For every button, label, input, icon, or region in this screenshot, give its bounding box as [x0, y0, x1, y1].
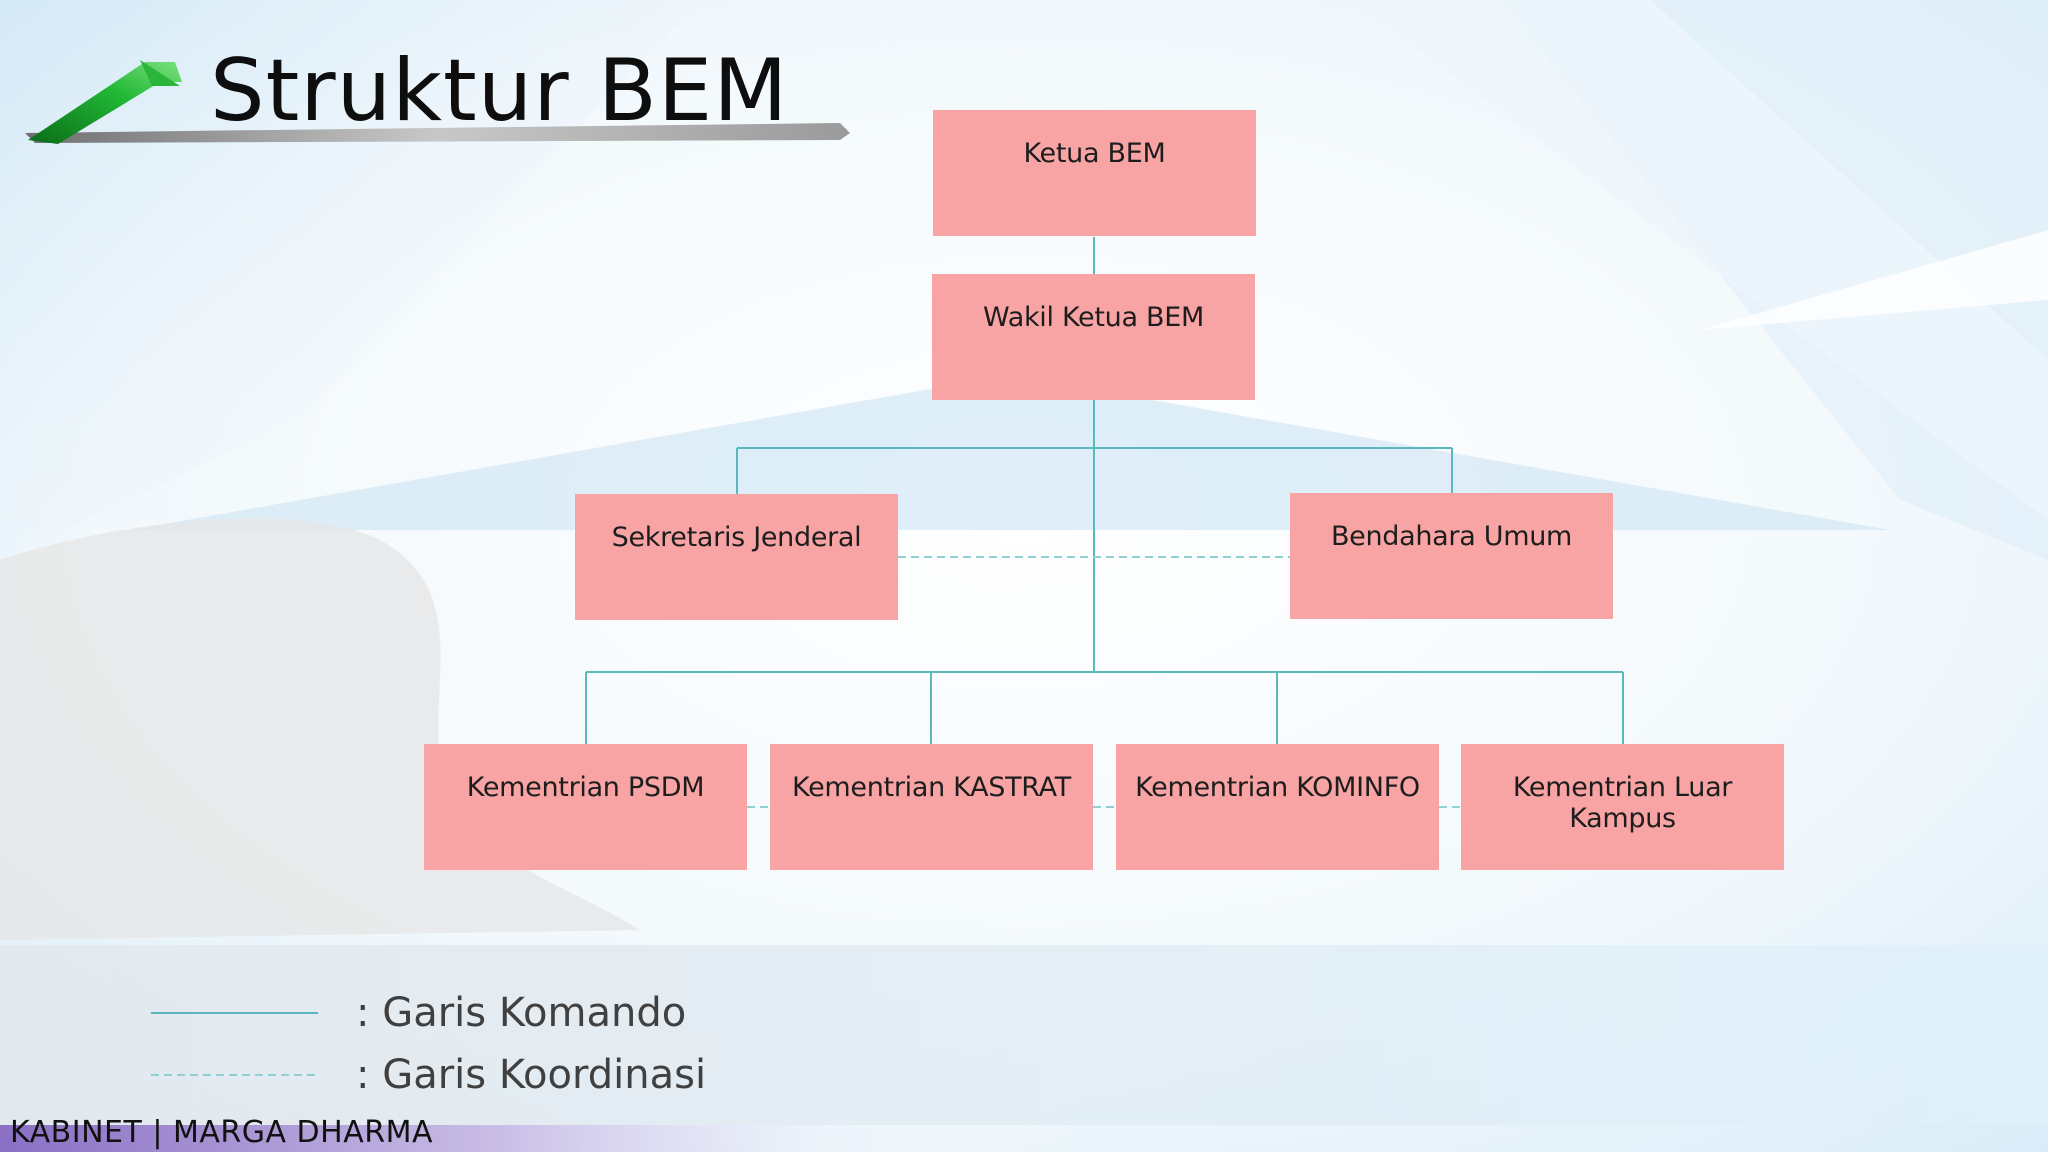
legend-garis-komando: : Garis Komando: [356, 990, 687, 1036]
legend-garis-koordinasi: : Garis Koordinasi: [356, 1052, 707, 1098]
coordination-lines: [747, 556, 1461, 808]
node-kementrian-psdm: Kementrian PSDM: [424, 744, 747, 870]
node-kementrian-kastrat: Kementrian KASTRAT: [770, 744, 1093, 870]
footer-cabinet-name: KABINET | MARGA DHARMA: [10, 1115, 433, 1150]
node-kementrian-luar-kampus: Kementrian Luar Kampus: [1461, 744, 1784, 870]
node-sekretaris-jenderal: Sekretaris Jenderal: [575, 494, 898, 620]
command-lines: [585, 237, 1624, 744]
page-title: Struktur BEM: [210, 41, 789, 141]
node-kementrian-kominfo: Kementrian KOMINFO: [1116, 744, 1439, 870]
node-wakil-ketua-bem: Wakil Ketua BEM: [932, 274, 1255, 400]
node-ketua-bem: Ketua BEM: [933, 110, 1256, 236]
node-bendahara-umum: Bendahara Umum: [1290, 493, 1613, 619]
legend-lines: [151, 1012, 318, 1076]
